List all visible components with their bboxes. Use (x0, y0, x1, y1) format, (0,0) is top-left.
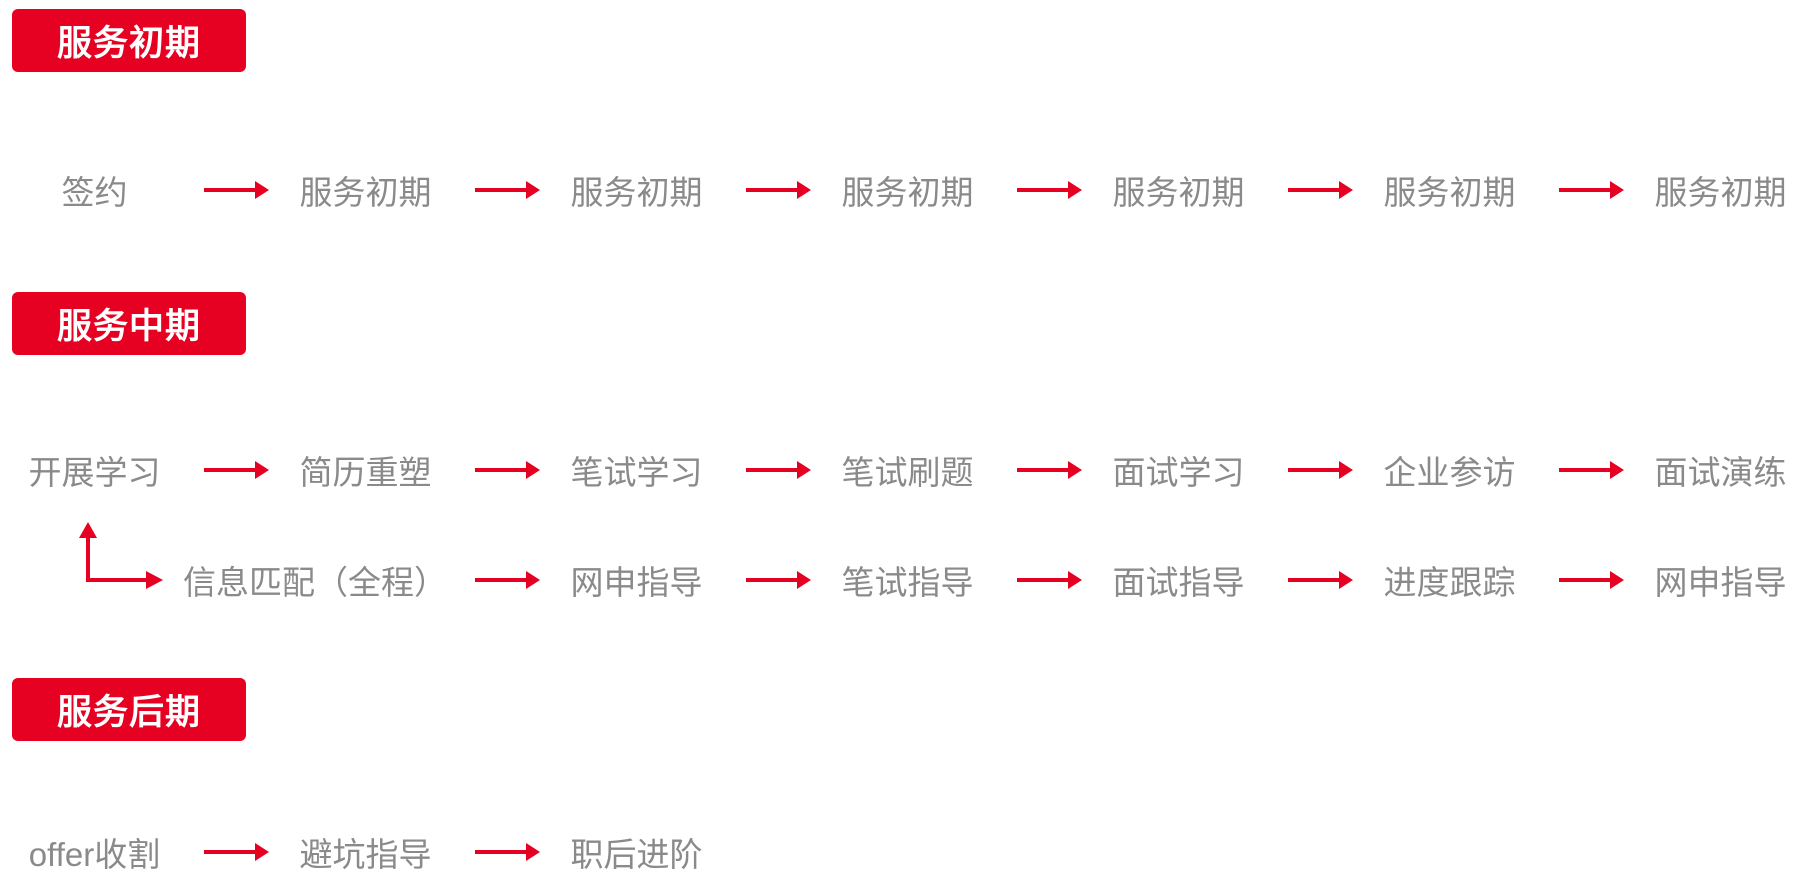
flow-arrow-icon (460, 448, 542, 492)
section-badge-service-late: 服务后期 (12, 678, 246, 741)
flow-row-service-late: offer收割 避坑指导 职后进阶 (0, 830, 731, 874)
flow-arrow-icon (189, 448, 271, 492)
flow-node: 简历重塑 (299, 454, 432, 491)
flow-node: 笔试刷题 (841, 454, 974, 491)
branch-elbow-arrow-icon (0, 522, 170, 602)
flow-arrow-icon (731, 448, 813, 492)
flow-arrow-icon (189, 830, 271, 874)
flow-node: 服务初期 (1383, 174, 1516, 211)
flow-arrow-icon (189, 168, 271, 212)
flow-node: 签约 (61, 174, 128, 211)
flow-node: 笔试学习 (570, 454, 703, 491)
flow-arrow-icon (1002, 168, 1084, 212)
flow-node: offer收割 (28, 836, 161, 873)
flow-node: 面试演练 (1654, 454, 1787, 491)
flow-arrow-icon (1273, 448, 1355, 492)
flow-node: 网申指导 (570, 564, 703, 601)
flow-node: 企业参访 (1383, 454, 1516, 491)
flow-node: 进度跟踪 (1383, 564, 1516, 601)
flow-node: 面试学习 (1112, 454, 1245, 491)
section-badge-service-early: 服务初期 (12, 9, 246, 72)
flow-node: 服务初期 (1654, 174, 1787, 211)
flow-row-service-middle-branch: 信息匹配（全程） 网申指导 笔试指导 面试指导 进度跟踪 网申指导 (0, 522, 1815, 602)
flow-arrow-icon (1544, 448, 1626, 492)
flow-node: 职后进阶 (570, 836, 703, 873)
flow-node: 信息匹配（全程） (183, 564, 447, 601)
flow-arrow-icon (1544, 558, 1626, 602)
flow-arrow-icon (1002, 448, 1084, 492)
flow-node: 服务初期 (299, 174, 432, 211)
flow-arrow-icon (731, 168, 813, 212)
flow-arrow-icon (1544, 168, 1626, 212)
flow-node: 开展学习 (28, 454, 161, 491)
section-badge-service-middle: 服务中期 (12, 292, 246, 355)
flow-node: 服务初期 (1112, 174, 1245, 211)
flow-arrow-icon (460, 558, 542, 602)
flow-arrow-icon (1273, 558, 1355, 602)
flow-node: 避坑指导 (299, 836, 432, 873)
flow-arrow-icon (460, 830, 542, 874)
flow-row-service-middle-main: 开展学习 简历重塑 笔试学习 笔试刷题 面试学习 企业参访 面试演练 (0, 448, 1815, 492)
flow-arrow-icon (460, 168, 542, 212)
flow-arrow-icon (1273, 168, 1355, 212)
flow-row-service-early: 签约 服务初期 服务初期 服务初期 服务初期 服务初期 服务初期 (0, 168, 1815, 212)
flow-node: 笔试指导 (841, 564, 974, 601)
flow-node: 面试指导 (1112, 564, 1245, 601)
flow-node: 服务初期 (841, 174, 974, 211)
flow-node: 网申指导 (1654, 564, 1787, 601)
flow-arrow-icon (731, 558, 813, 602)
flow-arrow-icon (1002, 558, 1084, 602)
flow-node: 服务初期 (570, 174, 703, 211)
